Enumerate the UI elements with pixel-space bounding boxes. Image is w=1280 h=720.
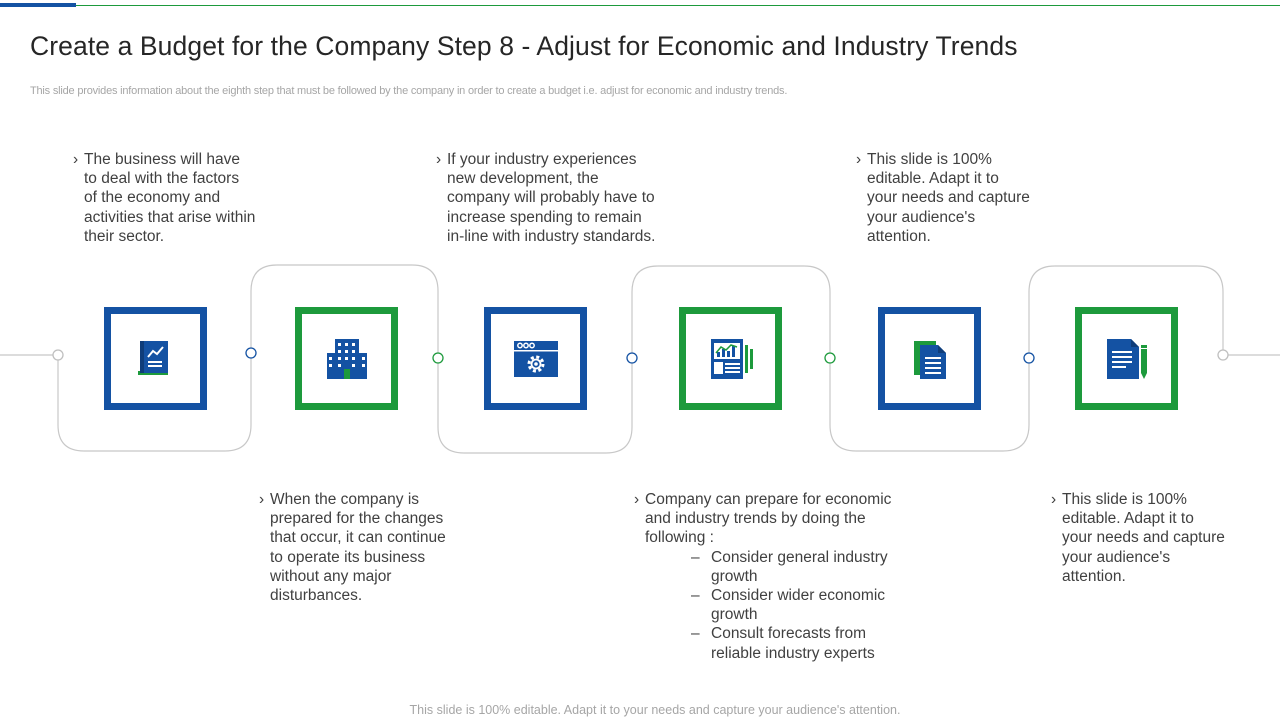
- flow-node: [1023, 352, 1035, 364]
- flow-node: [432, 352, 444, 364]
- bullet-chevron: ›: [856, 151, 862, 168]
- flow-node: [245, 347, 257, 359]
- dash-marker: –: [691, 548, 700, 566]
- sub-list-item: –Consider general industry growth: [691, 548, 895, 586]
- slide-subtitle: This slide provides information about th…: [30, 85, 788, 97]
- step-1-description: The business will have to deal with the …: [84, 151, 256, 245]
- step-3-box: [484, 307, 587, 410]
- step-6-box: [1075, 307, 1178, 410]
- flow-node: [626, 352, 638, 364]
- sub-item-text: Consult forecasts from reliable industry…: [711, 625, 875, 662]
- step-5-text: › This slide is 100% editable. Adapt it …: [856, 150, 1032, 246]
- step-1-box: [104, 307, 207, 410]
- step-4-description: Company can prepare for economic and ind…: [645, 491, 892, 547]
- step-6-description: This slide is 100% editable. Adapt it to…: [1062, 491, 1225, 585]
- step-5-box: [878, 307, 981, 410]
- bullet-chevron: ›: [634, 491, 640, 508]
- flow-node: [824, 352, 836, 364]
- browser-gear-icon: [513, 340, 558, 377]
- top-rule: [0, 5, 1280, 6]
- bullet-chevron: ›: [73, 151, 79, 168]
- step-4-box: [679, 307, 782, 410]
- sub-item-text: Consider wider economic growth: [711, 587, 886, 624]
- sub-item-text: Consider general industry growth: [711, 548, 888, 585]
- step-1-text: › The business will have to deal with th…: [73, 150, 256, 246]
- report-book-icon: [137, 340, 168, 375]
- dash-marker: –: [691, 625, 700, 643]
- flow-node: [52, 349, 64, 361]
- slide-title: Create a Budget for the Company Step 8 -…: [30, 31, 1018, 61]
- analytics-report-icon: [710, 338, 753, 379]
- documents-icon: [913, 340, 946, 379]
- step-2-text: › When the company is prepared for the c…: [259, 490, 450, 605]
- step-2-box: [295, 307, 398, 410]
- sub-list-item: –Consider wider economic growth: [691, 586, 895, 624]
- slide-footer: This slide is 100% editable. Adapt it to…: [0, 703, 1280, 717]
- bullet-chevron: ›: [436, 151, 442, 168]
- step-5-description: This slide is 100% editable. Adapt it to…: [867, 151, 1030, 245]
- dash-marker: –: [691, 587, 700, 605]
- sub-list-item: –Consult forecasts from reliable industr…: [691, 624, 895, 662]
- step-3-text: › If your industry experiences new devel…: [436, 150, 657, 246]
- document-pen-icon: [1106, 338, 1147, 379]
- step-6-text: › This slide is 100% editable. Adapt it …: [1051, 490, 1227, 586]
- step-3-description: If your industry experiences new develop…: [447, 151, 656, 245]
- step-2-description: When the company is prepared for the cha…: [270, 491, 446, 605]
- step-4-text: › Company can prepare for economic and i…: [634, 490, 895, 663]
- top-accent-bar: [0, 3, 76, 7]
- footer-text: This slide is 100% editable. Adapt it to…: [409, 703, 901, 717]
- bullet-chevron: ›: [1051, 491, 1057, 508]
- bullet-chevron: ›: [259, 491, 265, 508]
- office-building-icon: [326, 338, 367, 379]
- flow-node: [1217, 349, 1229, 361]
